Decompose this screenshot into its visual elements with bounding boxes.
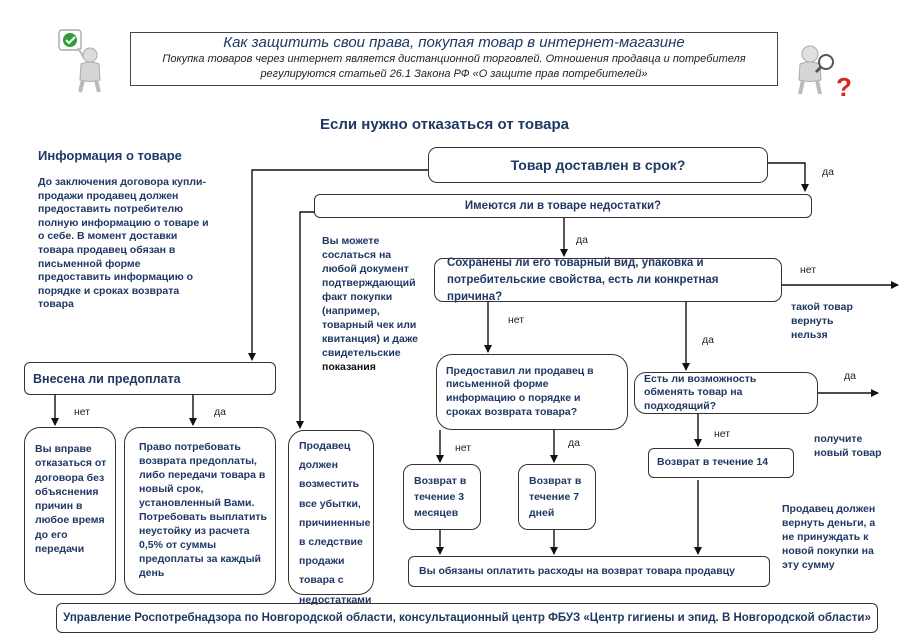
label-exchange-no: нет — [714, 428, 731, 440]
outcome-demand: Право потребовать возврата предоплаты, л… — [124, 427, 276, 595]
note-docs-text: Вы можете сослаться на любой документ по… — [322, 235, 418, 359]
outcome-return14: Возврат в течение 14 — [648, 448, 794, 478]
node-prepayment-text: Внесена ли предоплата — [33, 371, 181, 386]
note-new-item: получите новый товар — [814, 433, 882, 459]
outcome-return3-text: Возврат в течение 3 месяцев — [414, 475, 467, 519]
outcome-return7-text: Возврат в течение 7 дней — [529, 475, 582, 519]
header-title: Как защитить свои права, покупая товар в… — [223, 34, 685, 51]
note-docs: Вы можете сослаться на любой документ по… — [322, 234, 426, 374]
label-exchange-yes: да — [844, 370, 856, 382]
note-docs-end: показания — [322, 361, 376, 373]
info-heading: Информация о товаре — [38, 148, 182, 163]
footer: Управление Роспотребнадзора по Новгородс… — [56, 603, 878, 633]
magnifier-question-figure-icon: ? — [798, 45, 852, 102]
header-subtitle-line2: регулируются статьей 26.1 Закона РФ «О з… — [260, 68, 648, 80]
page-title: Если нужно отказаться от товара — [320, 116, 569, 133]
header-box: Как защитить свои права, покупая товар в… — [130, 32, 778, 86]
node-informed-text: Предоставил ли продавец в письменной фор… — [446, 364, 594, 418]
node-prepayment: Внесена ли предоплата — [24, 362, 276, 395]
label-informed-yes: да — [568, 437, 580, 449]
arrow-defects-to-compensate — [296, 211, 316, 429]
outcome-compensate-text: Продавец должен возместить все убытки, п… — [299, 440, 372, 606]
arrow-delivered-yes — [768, 162, 809, 192]
label-preserved-left-no: нет — [508, 314, 525, 326]
node-exchange-text: Есть ли возможность обменять товар на по… — [644, 372, 757, 412]
node-informed: Предоставил ли продавец в письменной фор… — [436, 354, 628, 430]
node-defects: Имеются ли в товаре недостатки? — [314, 194, 812, 218]
node-defects-text: Имеются ли в товаре недостатки? — [464, 200, 662, 212]
footer-text: Управление Роспотребнадзора по Новгородс… — [63, 612, 871, 624]
label-preserved-no: нет — [800, 264, 817, 276]
node-exchange: Есть ли возможность обменять товар на по… — [634, 372, 818, 414]
note-refund: Продавец должен вернуть деньги, а не при… — [782, 503, 876, 571]
info-text: До заключения договора купли-продажи про… — [38, 176, 209, 311]
node-delivered: Товар доставлен в срок? — [428, 147, 768, 183]
outcome-return7: Возврат в течение 7 дней — [518, 464, 596, 530]
note-cannot-return: такой товар вернуть нельзя — [791, 301, 853, 341]
node-delivered-text: Товар доставлен в срок? — [510, 157, 686, 173]
outcome-compensate: Продавец должен возместить все убытки, п… — [288, 430, 374, 606]
outcome-refuse-text: Вы вправе отказаться от договора без объ… — [35, 443, 107, 556]
label-delivered-yes: да — [822, 166, 834, 178]
label-prepayment-no: нет — [74, 406, 91, 418]
label-defects-yes: да — [576, 234, 588, 246]
check-sign-figure-icon — [58, 29, 101, 93]
label-preserved-right-yes: да — [702, 334, 714, 346]
header-subtitle-line1: Покупка товаров через интернет является … — [162, 53, 746, 65]
label-prepayment-yes: да — [214, 406, 226, 418]
outcome-demand-text: Право потребовать возврата предоплаты, л… — [139, 441, 267, 579]
outcome-pay-return: Вы обязаны оплатить расходы на возврат т… — [408, 556, 770, 587]
svg-text:?: ? — [836, 72, 852, 102]
node-preserved: Сохранены ли его товарный вид, упаковка … — [434, 257, 782, 303]
outcome-return14-text: Возврат в течение 14 — [657, 456, 769, 469]
outcome-return3: Возврат в течение 3 месяцев — [403, 464, 481, 530]
outcome-pay-return-text: Вы обязаны оплатить расходы на возврат т… — [419, 564, 735, 577]
label-informed-no: нет — [455, 442, 472, 454]
node-preserved-text: Сохранены ли его товарный вид, упаковка … — [447, 256, 719, 303]
outcome-refuse: Вы вправе отказаться от договора без объ… — [24, 427, 116, 595]
